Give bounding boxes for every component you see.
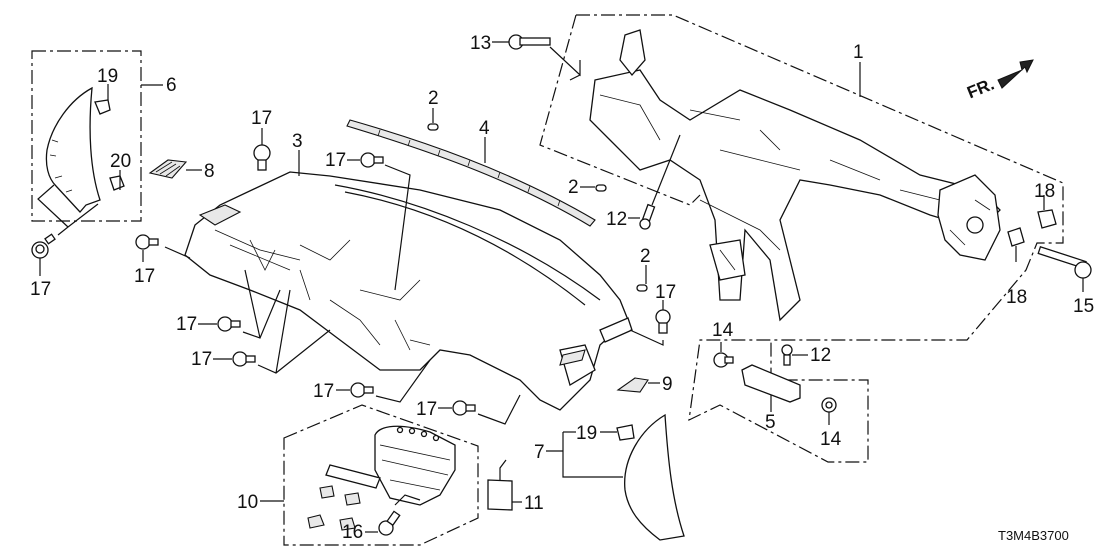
- callout-10[interactable]: 10: [237, 492, 258, 513]
- callout-19[interactable]: 19: [576, 423, 597, 444]
- bolt-17-part[interactable]: [655, 309, 671, 334]
- callout-17[interactable]: 17: [191, 349, 212, 370]
- bolt-17-part[interactable]: [232, 351, 256, 367]
- callout-15[interactable]: 15: [1073, 296, 1094, 317]
- callout-2[interactable]: 2: [428, 88, 439, 109]
- callout-19[interactable]: 19: [97, 66, 118, 87]
- bolt-17-part[interactable]: [253, 144, 271, 171]
- callout-13[interactable]: 13: [470, 33, 491, 54]
- callout-3[interactable]: 3: [292, 131, 303, 152]
- callout-17[interactable]: 17: [416, 399, 437, 420]
- clip-2-part[interactable]: [427, 123, 439, 131]
- callout-17[interactable]: 17: [251, 108, 272, 129]
- bracket-5-part[interactable]: [741, 364, 801, 403]
- callout-14[interactable]: 14: [820, 429, 842, 450]
- group-6-box: [31, 50, 163, 222]
- front-arrow-icon: [997, 59, 1034, 89]
- callout-16[interactable]: 16: [342, 522, 363, 543]
- bolt-17-part[interactable]: [31, 233, 56, 259]
- defroster-grille-part[interactable]: [346, 119, 596, 227]
- bolt-15-part[interactable]: [1037, 245, 1092, 279]
- callout-12[interactable]: 12: [606, 209, 627, 230]
- group-7-bracket: [546, 431, 623, 478]
- callout-17[interactable]: 17: [313, 381, 334, 402]
- bolt-17-part[interactable]: [135, 234, 159, 250]
- bolt-17-part[interactable]: [452, 400, 476, 416]
- callout-17[interactable]: 17: [134, 266, 155, 287]
- callout-1[interactable]: 1: [853, 42, 864, 63]
- callout-12[interactable]: 12: [810, 345, 831, 366]
- front-label: FR.: [964, 74, 997, 102]
- vent-8-part[interactable]: [148, 159, 188, 179]
- callout-5[interactable]: 5: [765, 412, 776, 433]
- clip-2-part[interactable]: [636, 284, 648, 292]
- side-cover-7-part[interactable]: [624, 413, 685, 541]
- callout-17[interactable]: 17: [325, 150, 346, 171]
- callout-9[interactable]: 9: [662, 374, 673, 395]
- callout-17[interactable]: 17: [655, 282, 676, 303]
- group-10-box: [260, 404, 479, 546]
- bolt-14-part[interactable]: [821, 397, 837, 413]
- bolt-12-part[interactable]: [639, 203, 656, 230]
- clip-18-part[interactable]: [1007, 227, 1025, 247]
- steering-hanger-beam-part[interactable]: [589, 29, 1001, 322]
- bolt-13-part[interactable]: [508, 34, 551, 50]
- label-11-part[interactable]: [487, 459, 513, 511]
- side-trim-part[interactable]: [45, 86, 125, 213]
- bolt-14-part[interactable]: [713, 352, 734, 368]
- bolt-17-part[interactable]: [360, 152, 384, 168]
- clip-18-part[interactable]: [1037, 209, 1057, 229]
- callout-20[interactable]: 20: [110, 151, 131, 172]
- vent-9-part[interactable]: [616, 377, 649, 393]
- dashboard-panel-part[interactable]: [184, 171, 633, 411]
- callout-11[interactable]: 11: [524, 493, 544, 514]
- bolt-12-part[interactable]: [781, 344, 793, 366]
- callout-18[interactable]: 18: [1034, 181, 1055, 202]
- clip-19-part[interactable]: [616, 424, 635, 441]
- front-direction-indicator: FR.: [964, 59, 1034, 102]
- group-6-leader: [37, 184, 99, 236]
- callout-4[interactable]: 4: [479, 118, 490, 139]
- callout-17[interactable]: 17: [176, 314, 197, 335]
- callout-8[interactable]: 8: [204, 161, 215, 182]
- bolt-16-part[interactable]: [378, 510, 401, 536]
- bolt-17-part[interactable]: [350, 382, 374, 398]
- callout-18[interactable]: 18: [1006, 287, 1027, 308]
- callout-2[interactable]: 2: [640, 246, 651, 267]
- bolt-17-part[interactable]: [217, 316, 241, 332]
- callout-7[interactable]: 7: [534, 442, 545, 463]
- callout-6[interactable]: 6: [166, 75, 177, 96]
- clip-2-part[interactable]: [595, 184, 607, 192]
- callout-17[interactable]: 17: [30, 279, 51, 300]
- diagram-code: T3M4B3700: [998, 528, 1069, 543]
- callout-14[interactable]: 14: [712, 320, 734, 341]
- callout-2[interactable]: 2: [568, 177, 579, 198]
- group-1-box: [539, 14, 1064, 463]
- airbag-module-part[interactable]: [307, 425, 456, 531]
